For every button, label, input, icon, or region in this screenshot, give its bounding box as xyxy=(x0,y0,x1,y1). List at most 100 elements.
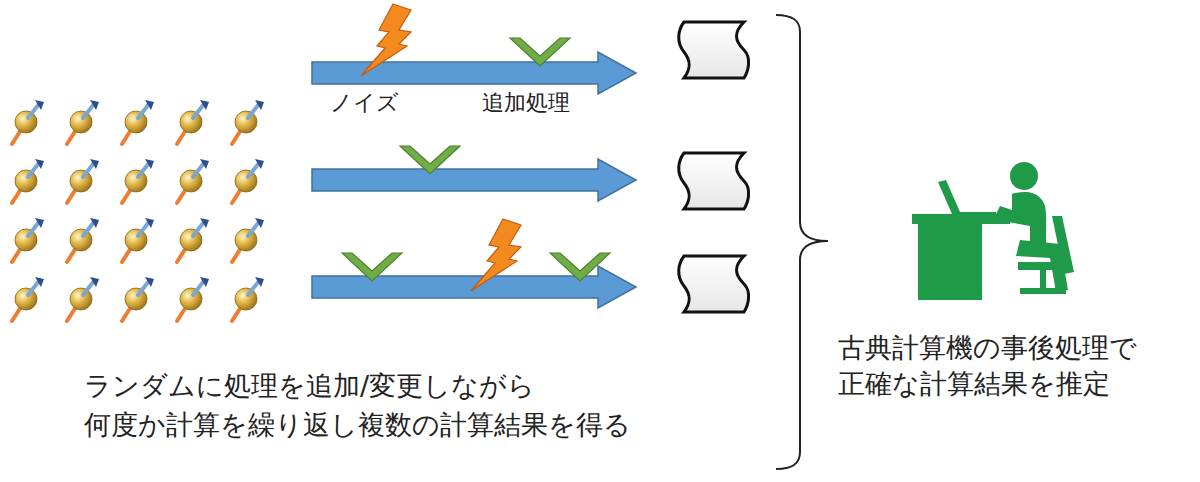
qubit-icon xyxy=(232,277,264,321)
qubit-icon xyxy=(122,100,154,144)
spin-arrow xyxy=(248,222,259,236)
qubit-sphere xyxy=(70,288,92,310)
qubit-sphere xyxy=(125,111,147,133)
qubit-icon xyxy=(232,159,264,203)
qubit-sphere xyxy=(15,170,37,192)
qubit-icon xyxy=(12,159,44,203)
laptop xyxy=(938,180,996,216)
spin-head xyxy=(35,159,44,169)
qubit-icon xyxy=(12,100,44,144)
chair xyxy=(1018,216,1074,294)
spin-arrow xyxy=(83,163,94,177)
noise-label: ノイズ xyxy=(330,90,450,116)
qubit-icon xyxy=(12,218,44,262)
qubit-grid xyxy=(12,100,264,321)
spin-head xyxy=(200,218,209,228)
spin-arrow xyxy=(138,104,149,118)
desk xyxy=(918,222,982,300)
qubit-icon xyxy=(122,159,154,203)
spin-arrow xyxy=(28,104,39,118)
spin-arrow xyxy=(83,281,94,295)
process-arrow xyxy=(312,52,636,94)
process-label: 追加処理 xyxy=(482,90,642,116)
spin-arrow xyxy=(28,222,39,236)
spin-arrow xyxy=(193,163,204,177)
qubit-sphere xyxy=(235,111,257,133)
qubit-sphere xyxy=(235,229,257,251)
qubit-sphere xyxy=(180,170,202,192)
result-document xyxy=(679,153,749,209)
result-document xyxy=(679,256,749,312)
qubit-icon xyxy=(177,159,209,203)
step-description: ランダムに処理を追加/変更しながら 何度か計算を繰り返し複数の計算結果を得る xyxy=(84,366,774,444)
spin-arrow xyxy=(83,222,94,236)
spin-arrow xyxy=(138,163,149,177)
result-document xyxy=(679,22,749,78)
spin-arrow xyxy=(248,163,259,177)
qubit-sphere xyxy=(15,229,37,251)
spin-arrow xyxy=(28,163,39,177)
spin-head xyxy=(255,159,264,169)
qubit-sphere xyxy=(180,111,202,133)
spin-arrow xyxy=(28,281,39,295)
spin-head xyxy=(255,218,264,228)
qubit-icon xyxy=(122,218,154,262)
postprocess-description: 古典計算機の事後処理で 正確な計算結果を推定 xyxy=(838,330,1183,402)
lightning-bolt xyxy=(471,219,521,291)
noise-bolts xyxy=(361,4,521,291)
qubit-icon xyxy=(122,277,154,321)
qubit-sphere xyxy=(70,170,92,192)
spin-arrow xyxy=(138,281,149,295)
qubit-sphere xyxy=(235,288,257,310)
qubit-icon xyxy=(67,218,99,262)
qubit-icon xyxy=(12,277,44,321)
spin-head xyxy=(200,159,209,169)
head xyxy=(1010,162,1038,190)
qubit-sphere xyxy=(70,111,92,133)
spin-head xyxy=(145,218,154,228)
qubit-sphere xyxy=(235,170,257,192)
spin-head xyxy=(255,100,264,110)
spin-head xyxy=(255,277,264,287)
spin-head xyxy=(35,100,44,110)
qubit-sphere xyxy=(125,288,147,310)
spin-head xyxy=(35,277,44,287)
qubit-sphere xyxy=(125,229,147,251)
spin-head xyxy=(90,277,99,287)
qubit-sphere xyxy=(180,229,202,251)
spin-arrow xyxy=(83,104,94,118)
spin-head xyxy=(145,100,154,110)
qubit-icon xyxy=(232,218,264,262)
check-mark xyxy=(400,146,460,174)
qubit-sphere xyxy=(15,111,37,133)
check-mark xyxy=(510,38,570,66)
qubit-icon xyxy=(67,159,99,203)
spin-head xyxy=(90,218,99,228)
computer-user-icon xyxy=(912,162,1074,300)
spin-arrow xyxy=(138,222,149,236)
check-marks xyxy=(342,38,610,281)
qubit-icon xyxy=(177,100,209,144)
spin-head xyxy=(145,159,154,169)
qubit-icon xyxy=(67,277,99,321)
spin-arrow xyxy=(248,104,259,118)
spin-arrow xyxy=(193,222,204,236)
qubit-icon xyxy=(177,277,209,321)
spin-head xyxy=(200,100,209,110)
check-mark xyxy=(550,253,610,281)
spin-head xyxy=(145,277,154,287)
curly-brace xyxy=(776,15,828,469)
spin-head xyxy=(90,100,99,110)
qubit-icon xyxy=(232,100,264,144)
process-arrows xyxy=(312,52,636,308)
spin-arrow xyxy=(193,281,204,295)
qubit-sphere xyxy=(180,288,202,310)
qubit-sphere xyxy=(70,229,92,251)
qubit-icon xyxy=(177,218,209,262)
spin-head xyxy=(200,277,209,287)
check-mark xyxy=(342,253,402,281)
result-documents xyxy=(679,22,749,312)
spin-head xyxy=(35,218,44,228)
spin-arrow xyxy=(248,281,259,295)
spin-arrow xyxy=(193,104,204,118)
